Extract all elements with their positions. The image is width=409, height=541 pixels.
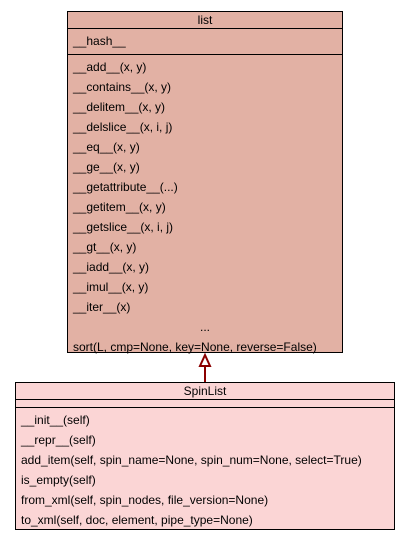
method-add: __add__(x, y) [73,60,147,74]
method-iadd: __iadd__(x, y) [73,260,150,274]
method-to-xml: to_xml(self, doc, element, pipe_type=Non… [21,513,253,527]
class-box-list[interactable]: list __hash__ __add__(x, y) __contains__… [67,11,343,354]
attributes-compartment-spinlist [16,400,394,408]
method-getattribute: __getattribute__(...) [73,180,178,194]
class-box-spinlist[interactable]: SpinList __init__(self) __repr__(self) a… [15,382,395,530]
method-ge: __ge__(x, y) [73,160,140,174]
attribute-hash: __hash__ [73,34,126,48]
method-getitem: __getitem__(x, y) [73,200,166,214]
method-eq: __eq__(x, y) [73,140,140,154]
method-init: __init__(self) [21,413,90,427]
method-gt: __gt__(x, y) [73,240,137,254]
method-contains: __contains__(x, y) [73,80,172,94]
method-getslice: __getslice__(x, i, j) [73,220,174,234]
methods-compartment-list: __add__(x, y) __contains__(x, y) __delit… [68,55,342,360]
methods-compartment-spinlist: __init__(self) __repr__(self) add_item(s… [16,408,394,533]
inheritance-arrowhead-icon [198,352,212,367]
class-name-list: list [68,12,342,29]
method-imul: __imul__(x, y) [73,280,149,294]
method-delitem: __delitem__(x, y) [73,100,166,114]
method-is-empty: is_empty(self) [21,473,96,487]
method-sort: sort(L, cmp=None, key=None, reverse=Fals… [73,340,317,354]
methods-ellipsis: ... [199,320,210,334]
method-add-item: add_item(self, spin_name=None, spin_num=… [21,453,362,467]
class-name-spinlist: SpinList [16,383,394,400]
attributes-compartment-list: __hash__ [68,29,342,55]
method-iter: __iter__(x) [73,300,131,314]
method-delslice: __delslice__(x, i, j) [73,120,173,134]
method-from-xml: from_xml(self, spin_nodes, file_version=… [21,493,269,507]
method-repr: __repr__(self) [21,433,96,447]
